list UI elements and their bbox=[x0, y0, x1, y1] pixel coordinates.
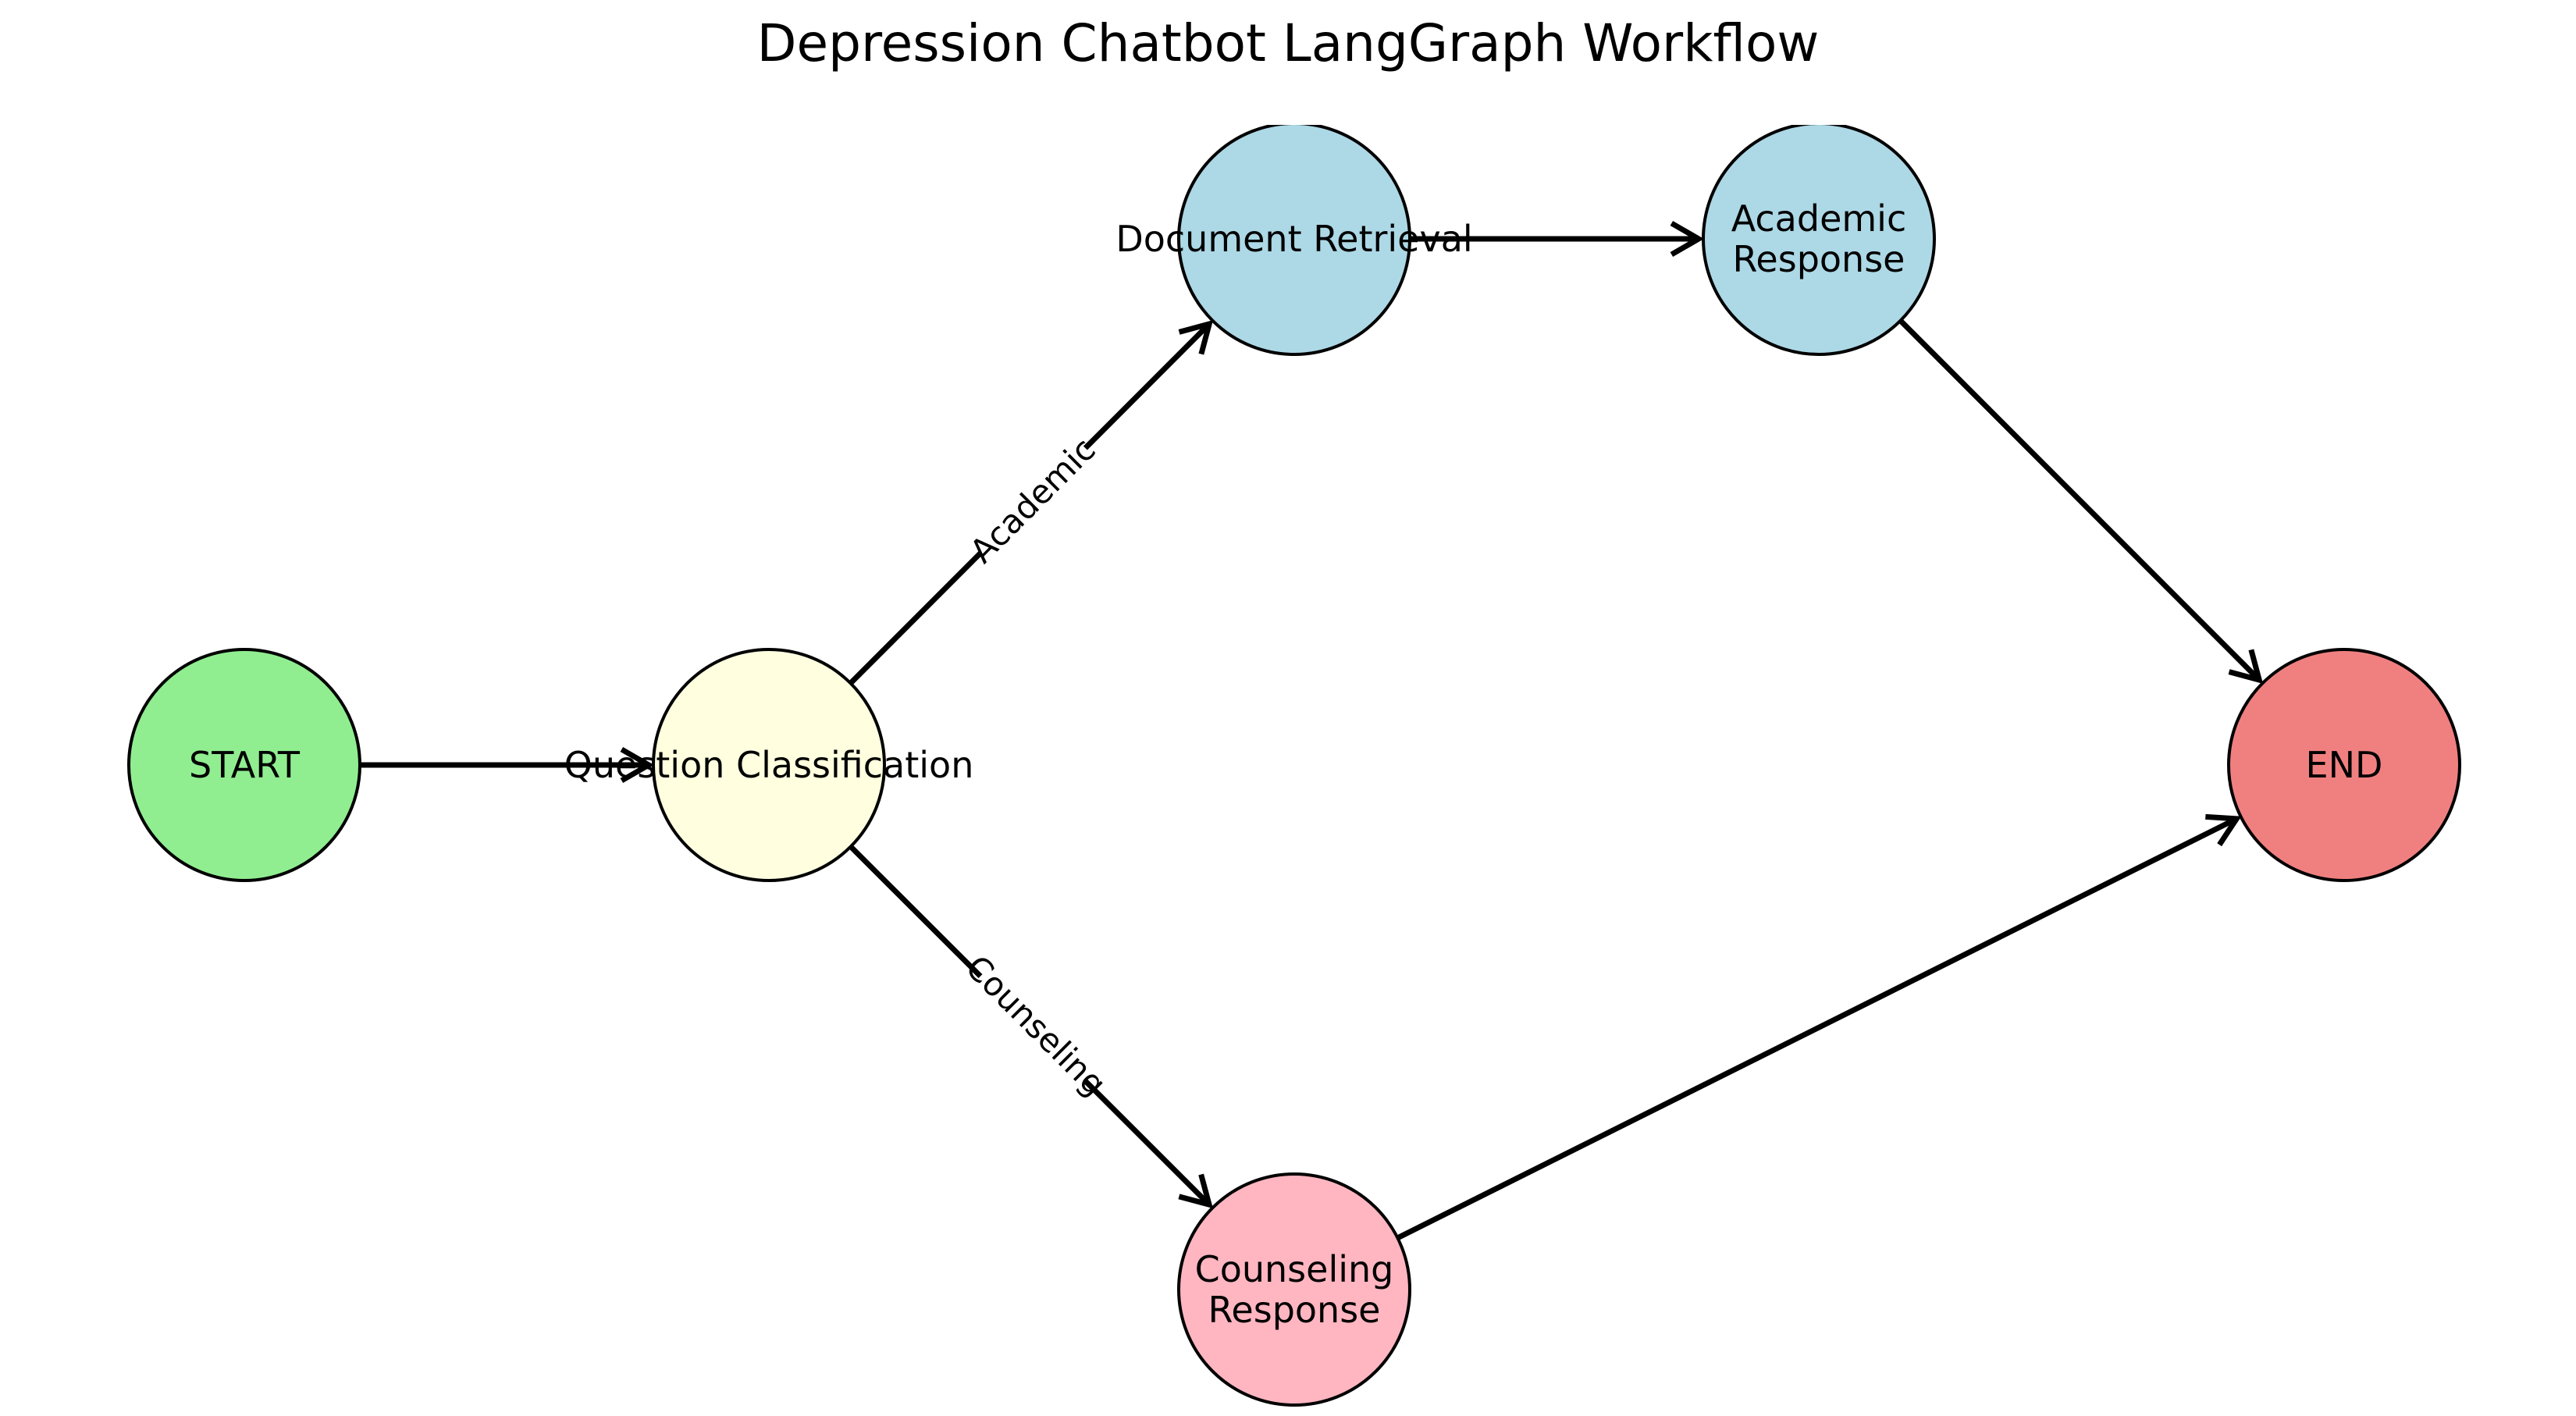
edge-line bbox=[1898, 318, 2261, 682]
node-label: Response bbox=[1733, 238, 1905, 280]
node-circle bbox=[1177, 1172, 1411, 1407]
edge-academic-response-to-end bbox=[1898, 318, 2264, 684]
edge-label-background bbox=[973, 958, 1104, 1089]
node-counseling-response bbox=[1177, 1172, 1411, 1407]
nodes-layer bbox=[127, 125, 2461, 1407]
arrow-head bbox=[2228, 649, 2264, 684]
node-question-classification bbox=[652, 648, 886, 882]
labels-layer: START Question Classification Document Ret… bbox=[189, 197, 2382, 1331]
edge-label-academic: Academic bbox=[962, 430, 1103, 571]
edges-layer bbox=[360, 220, 2264, 1240]
edge-line bbox=[1396, 816, 2238, 1240]
edge-label-counseling: Counseling bbox=[959, 948, 1114, 1103]
node-circle bbox=[1177, 125, 1411, 356]
edge-start-to-question-classification bbox=[360, 746, 654, 784]
arrow-head bbox=[2205, 813, 2242, 847]
node-circle bbox=[127, 648, 361, 882]
node-academic-response bbox=[1702, 125, 1936, 356]
node-label: Response bbox=[1208, 1289, 1381, 1331]
node-label: END bbox=[2306, 744, 2383, 786]
edge-document-retrieval-to-academic-response bbox=[1410, 220, 1705, 258]
diagram-title: Depression Chatbot LangGraph Workflow bbox=[757, 13, 1820, 73]
node-end bbox=[2227, 648, 2461, 882]
node-label: Document Retrieval bbox=[1115, 218, 1472, 260]
edge-label-group: Academic bbox=[962, 430, 1103, 571]
node-label: START bbox=[189, 744, 301, 786]
node-circle bbox=[652, 648, 886, 882]
node-circle bbox=[1702, 125, 1936, 356]
node-label: Counseling bbox=[1195, 1248, 1394, 1290]
node-label: Academic bbox=[1731, 197, 1907, 240]
arrow-head bbox=[1178, 320, 1214, 355]
edge-label-background bbox=[965, 432, 1096, 564]
node-start bbox=[127, 648, 361, 882]
edge-label-group: Counseling bbox=[959, 948, 1114, 1103]
arrow-head bbox=[1670, 220, 1705, 258]
node-label: Question Classification bbox=[564, 744, 974, 786]
node-circle bbox=[2227, 648, 2461, 882]
arrow-head bbox=[1178, 1173, 1213, 1209]
edge-counseling-response-to-end bbox=[1396, 813, 2242, 1240]
arrow-head bbox=[620, 746, 654, 784]
node-document-retrieval bbox=[1177, 125, 1411, 356]
